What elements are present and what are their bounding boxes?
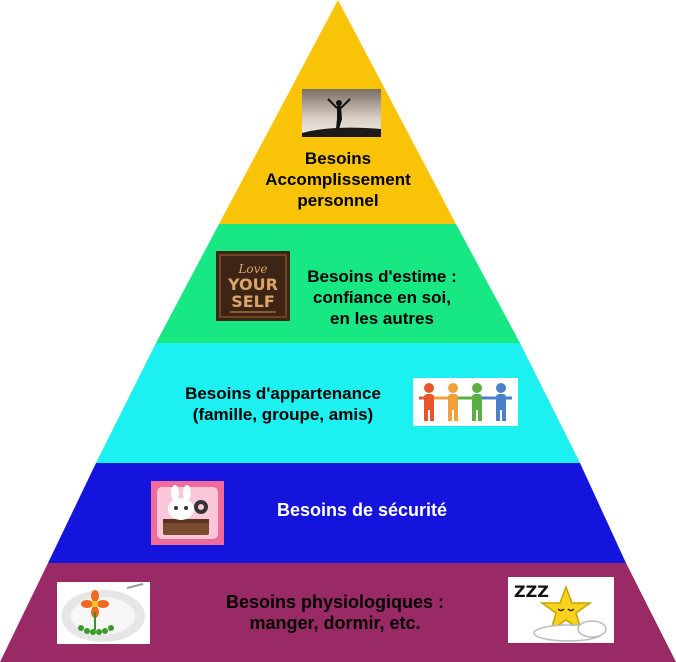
level-label-line: Accomplissement (265, 170, 411, 189)
bunny-on-chest-icon (151, 481, 224, 545)
level-label-line: (famille, groupe, amis) (192, 405, 374, 424)
level-label-line: manger, dormir, etc. (249, 613, 421, 633)
silhouette-sunset-icon (302, 89, 381, 137)
level-label-line: Besoins (304, 149, 372, 168)
level-label-line: Besoins physiologiques : (225, 592, 445, 612)
level-accomplissement-label: Besoins Accomplissement personnel (238, 148, 438, 211)
level-appartenance-band (96, 343, 580, 463)
level-estime-label: Besoins d'estime : confiance en soi, en … (294, 266, 470, 329)
level-label-line: personnel (297, 191, 379, 210)
level-label-line: Besoins d'appartenance (185, 384, 381, 403)
level-label-line: Besoins de sécurité (276, 500, 448, 520)
food-plate-flower-icon (57, 582, 150, 644)
poster-line: SELF (231, 292, 275, 311)
level-label-line: confiance en soi, (313, 288, 451, 307)
level-securite-label: Besoins de sécurité (238, 500, 486, 521)
poster-line: YOUR (227, 275, 278, 294)
level-label-line: en les autres (330, 309, 434, 328)
sleeping-star-icon: ZZZ (508, 577, 614, 643)
level-label-line: Besoins d'estime : (307, 267, 457, 286)
sleep-zzz-text: ZZZ (514, 582, 549, 601)
level-physiologiques-band (0, 563, 676, 662)
level-physiologiques-label: Besoins physiologiques : manger, dormir,… (180, 592, 490, 634)
level-appartenance-label: Besoins d'appartenance (famille, groupe,… (160, 383, 406, 425)
love-yourself-poster-icon: Love YOUR SELF (216, 251, 290, 321)
people-holding-hands-icon (413, 378, 518, 426)
poster-line: Love (237, 262, 267, 276)
